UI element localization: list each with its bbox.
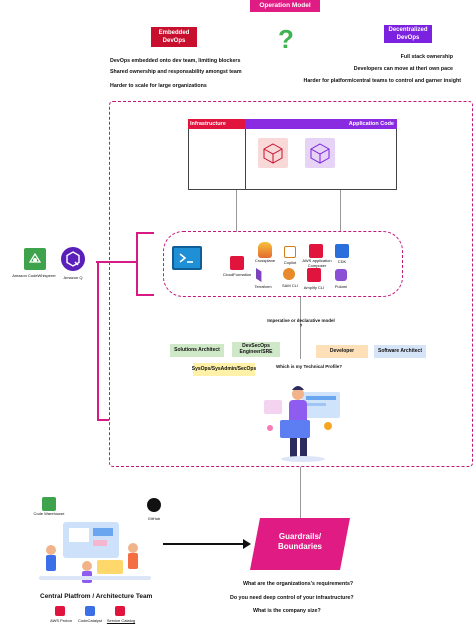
code-warehouse-icon — [42, 497, 56, 511]
amazon-q-label: Amazon Q — [63, 275, 83, 280]
application-code-header: Application Code — [245, 119, 397, 129]
embedded-point: Shared ownership and responsability amon… — [110, 69, 242, 75]
platform-team-illustration — [37, 500, 155, 586]
infra-cube-icon — [258, 138, 288, 168]
requirement-question: What are the organizations's requirement… — [243, 581, 354, 587]
terminal-icon — [172, 246, 202, 270]
embedded-point: DevOps embedded onto dev team, limiting … — [110, 58, 241, 64]
decentralized-point: Full stack ownership — [400, 54, 453, 60]
crossplane-icon — [258, 242, 272, 258]
code-warehouse-label: Code Warehouse — [33, 511, 65, 516]
decentralized-point: Developers can move at theri own pace — [353, 66, 453, 72]
operation-model-title: Operation Model — [250, 0, 320, 12]
pink-bracket — [136, 232, 138, 296]
arrow-line — [163, 543, 249, 545]
bottom-icon-label: AWS Proton — [50, 618, 72, 623]
amplify-cli-icon — [307, 268, 321, 282]
connector-line — [300, 297, 301, 359]
tool-label: SAM CLI — [281, 283, 298, 288]
operation-scope-container — [109, 101, 473, 467]
infrastructure-header: Infrastructure — [188, 119, 245, 129]
service-catalog-icon — [115, 606, 125, 616]
codecatalyst-icon — [85, 606, 95, 616]
tool-label: Crossplane — [254, 258, 276, 263]
imperative-question: Imperative or declarative model ? — [267, 318, 335, 328]
tool-label: CloudFormation — [222, 272, 252, 277]
tool-label: CDK — [337, 259, 347, 264]
tool-label: Terraform — [254, 284, 272, 289]
cdk-icon — [335, 244, 349, 258]
tool-label: Amplify CLI — [303, 285, 325, 290]
profile-question: Which is my Technical Profile? — [276, 364, 342, 369]
embedded-point: Harder to scale for large organizations — [110, 83, 207, 89]
pulumi-icon — [335, 269, 347, 281]
decentralized-devops-badge: Decentralized DevOps — [384, 25, 432, 43]
tool-label: AWS application Composer — [302, 258, 332, 268]
connector-line — [340, 190, 341, 232]
copilot-icon — [284, 246, 296, 258]
connector-line — [236, 190, 237, 232]
role-badge: Developer — [316, 345, 368, 358]
guardrails-shape — [250, 518, 350, 570]
pink-vertical-line — [97, 261, 99, 421]
app-composer-icon — [309, 244, 323, 258]
infra-divider — [245, 119, 246, 190]
role-badge: SysOps/SysAdmin/SecOps — [192, 363, 256, 376]
sam-cli-icon — [283, 268, 295, 280]
role-badge: Solutions Architect — [170, 344, 224, 357]
decentralized-point: Harder for platform/central teams to con… — [303, 78, 461, 84]
connector-line — [300, 467, 301, 519]
developer-illustration — [258, 380, 348, 462]
cloudformation-icon — [230, 256, 244, 270]
tool-label: Pulumi — [334, 284, 348, 289]
amazon-q-icon — [61, 247, 85, 271]
pink-bracket-top — [136, 232, 154, 234]
codewhisperer-label: Amazon CodeWhisperer — [12, 273, 56, 278]
question-mark-icon: ? — [278, 24, 294, 54]
pink-connector — [97, 419, 109, 421]
arrow-head-icon — [243, 539, 251, 549]
aws-proton-icon — [55, 606, 65, 616]
platform-team-title: Central Platfrom / Architecture Team — [40, 593, 153, 600]
iac-tools-container — [163, 231, 403, 297]
requirement-question: What is the company size? — [253, 608, 321, 614]
bottom-icon-label: Service Catalog — [106, 618, 136, 623]
codewhisperer-icon — [24, 248, 46, 270]
infra-app-box — [188, 119, 397, 190]
bottom-icon-label: CodeCatalyst — [77, 618, 102, 623]
github-label: GitHub — [147, 516, 161, 521]
tool-label: Copilot — [283, 260, 297, 265]
role-badge: DevSecOps Engineer/SRE — [232, 342, 280, 357]
pink-connector — [96, 261, 136, 263]
guardrails-label: Guardrails/ Boundaries — [277, 532, 322, 551]
app-cube-icon — [305, 138, 335, 168]
pink-bracket-bottom — [136, 294, 154, 296]
github-icon — [147, 498, 161, 512]
requirement-question: Do you need deep control of your infrast… — [230, 595, 354, 601]
embedded-devops-badge: Embedded DevOps — [151, 27, 197, 47]
role-badge: Software Architect — [374, 345, 426, 358]
terraform-icon — [256, 268, 262, 282]
